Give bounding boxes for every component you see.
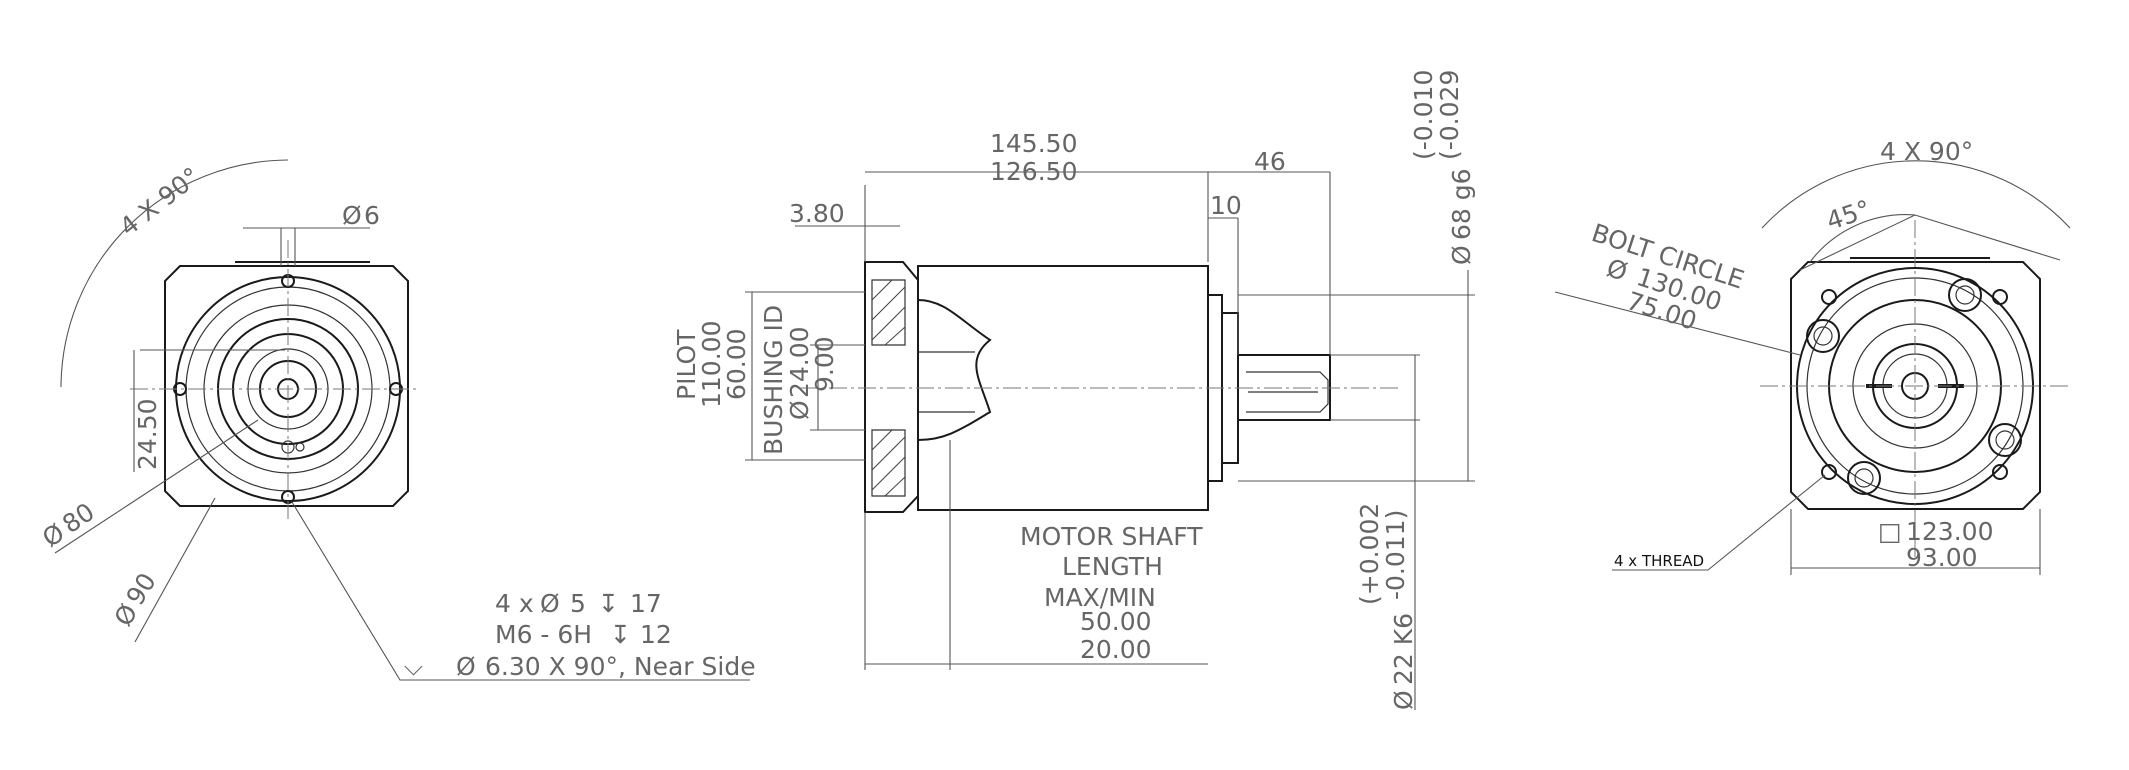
note-csk-dia-symbol: Ø — [456, 652, 476, 681]
dia22-symbol: Ø — [1389, 690, 1418, 710]
bushing-9: 9.00 — [810, 336, 839, 392]
note-thread-depth: 12 — [640, 620, 672, 649]
len-key: 10 — [1210, 191, 1242, 220]
left-dia6-label: 6 — [364, 201, 380, 230]
left-24-50-label: 24.50 — [133, 398, 162, 470]
right-angle-label: 4 X 90° — [1880, 137, 1973, 166]
motor-shaft-2: LENGTH — [1062, 552, 1163, 581]
note-thread: M6 - 6H — [495, 620, 592, 649]
pilot-label: PILOT — [672, 329, 701, 400]
note-csk-text: 6.30 X 90°, Near Side — [485, 652, 756, 681]
center-view — [745, 171, 1475, 710]
left-view — [54, 159, 750, 681]
note-thread-depth-symbol: ↧ — [610, 620, 631, 649]
flange-3-80: 3.80 — [789, 199, 845, 228]
thread-label: 4 x THREAD — [1614, 552, 1704, 570]
note-holes-dia: 5 — [570, 589, 586, 618]
motor-shaft-5: 20.00 — [1080, 635, 1152, 664]
sq-123: 123.00 — [1906, 517, 1993, 546]
len-total: 145.50 — [990, 129, 1077, 158]
motor-shaft-1: MOTOR SHAFT — [1020, 522, 1203, 551]
sq-93: 93.00 — [1906, 543, 1978, 572]
dia22-tol-a: (+0.002 — [1355, 503, 1384, 605]
center-section-hatch — [871, 279, 906, 497]
note-csk-symbol: ⌵ — [404, 652, 423, 681]
right-45-label: 45° — [1823, 194, 1874, 235]
left-dia80-label: 80 — [57, 497, 100, 539]
pilot-60: 60.00 — [722, 328, 751, 400]
right-bolt-holes — [1806, 278, 2022, 495]
dia22-tol-b: -0.011) — [1381, 510, 1410, 600]
left-dia6-symbol: Ø — [342, 201, 362, 230]
sq-symbol: □ — [1878, 517, 1902, 546]
right-view — [1554, 160, 2071, 575]
left-angle-label: 4 X 90° — [114, 162, 205, 242]
note-holes-count: 4 x — [495, 589, 534, 618]
dia22-label: 22 K6 — [1389, 613, 1418, 685]
note-holes-depth-symbol: ↧ — [598, 589, 619, 618]
bolt-circle-dia-symbol: Ø — [1603, 253, 1631, 287]
dia68-symbol: Ø — [1447, 245, 1476, 265]
dia68-tol-a: (-0.010 — [1409, 70, 1438, 160]
motor-shaft-4: 50.00 — [1080, 607, 1152, 636]
bushing-24: 24.00 — [785, 326, 814, 398]
dia68-tol-b: (-0.029 — [1435, 70, 1464, 160]
right-flange-outline — [1790, 261, 2041, 510]
pilot-110: 110.00 — [697, 321, 726, 408]
dia68-label: 68 g6 — [1447, 168, 1476, 240]
len-body: 126.50 — [990, 157, 1077, 186]
len-shaft: 46 — [1254, 147, 1286, 176]
bushing-label: BUSHING ID — [759, 305, 788, 455]
note-holes-dia-symbol: Ø — [540, 589, 560, 618]
left-flange-outline — [164, 265, 409, 507]
bushing-dia-symbol: Ø — [785, 400, 814, 420]
note-holes-depth: 17 — [630, 589, 662, 618]
right-thread-holes — [1821, 289, 2008, 480]
motor-shaft-3: MAX/MIN — [1044, 583, 1156, 612]
